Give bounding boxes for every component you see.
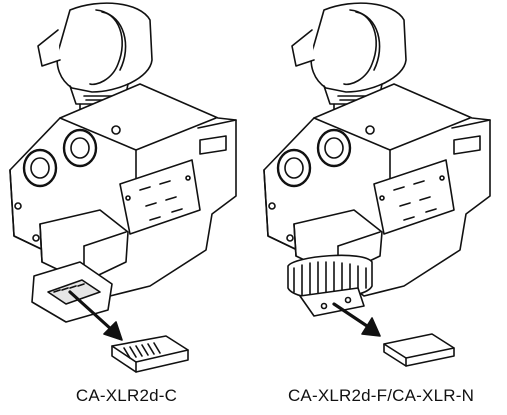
xlr-adapter-drawing-c bbox=[9, 2, 237, 373]
mic-holder-clamp bbox=[291, 2, 407, 117]
removal-arrow bbox=[68, 290, 123, 341]
figure-right: CA-XLR2d-F/CA-XLR-N bbox=[254, 0, 507, 415]
removal-arrow bbox=[332, 302, 381, 337]
caption-ca-xlr2d-c: CA-XLR2d-C bbox=[75, 386, 178, 405]
shoe-cover-with-contacts bbox=[111, 335, 189, 373]
shoe-mount bbox=[31, 209, 129, 323]
figure-left: CA-XLR2d-C bbox=[0, 0, 253, 415]
shoe-cover-plain bbox=[383, 333, 455, 367]
shoe-mount-locking-ring bbox=[286, 209, 383, 317]
xlr-adapter-drawing-f-n bbox=[263, 2, 491, 367]
caption-ca-xlr2d-f-ca-xlr-n: CA-XLR2d-F/CA-XLR-N bbox=[287, 386, 475, 405]
